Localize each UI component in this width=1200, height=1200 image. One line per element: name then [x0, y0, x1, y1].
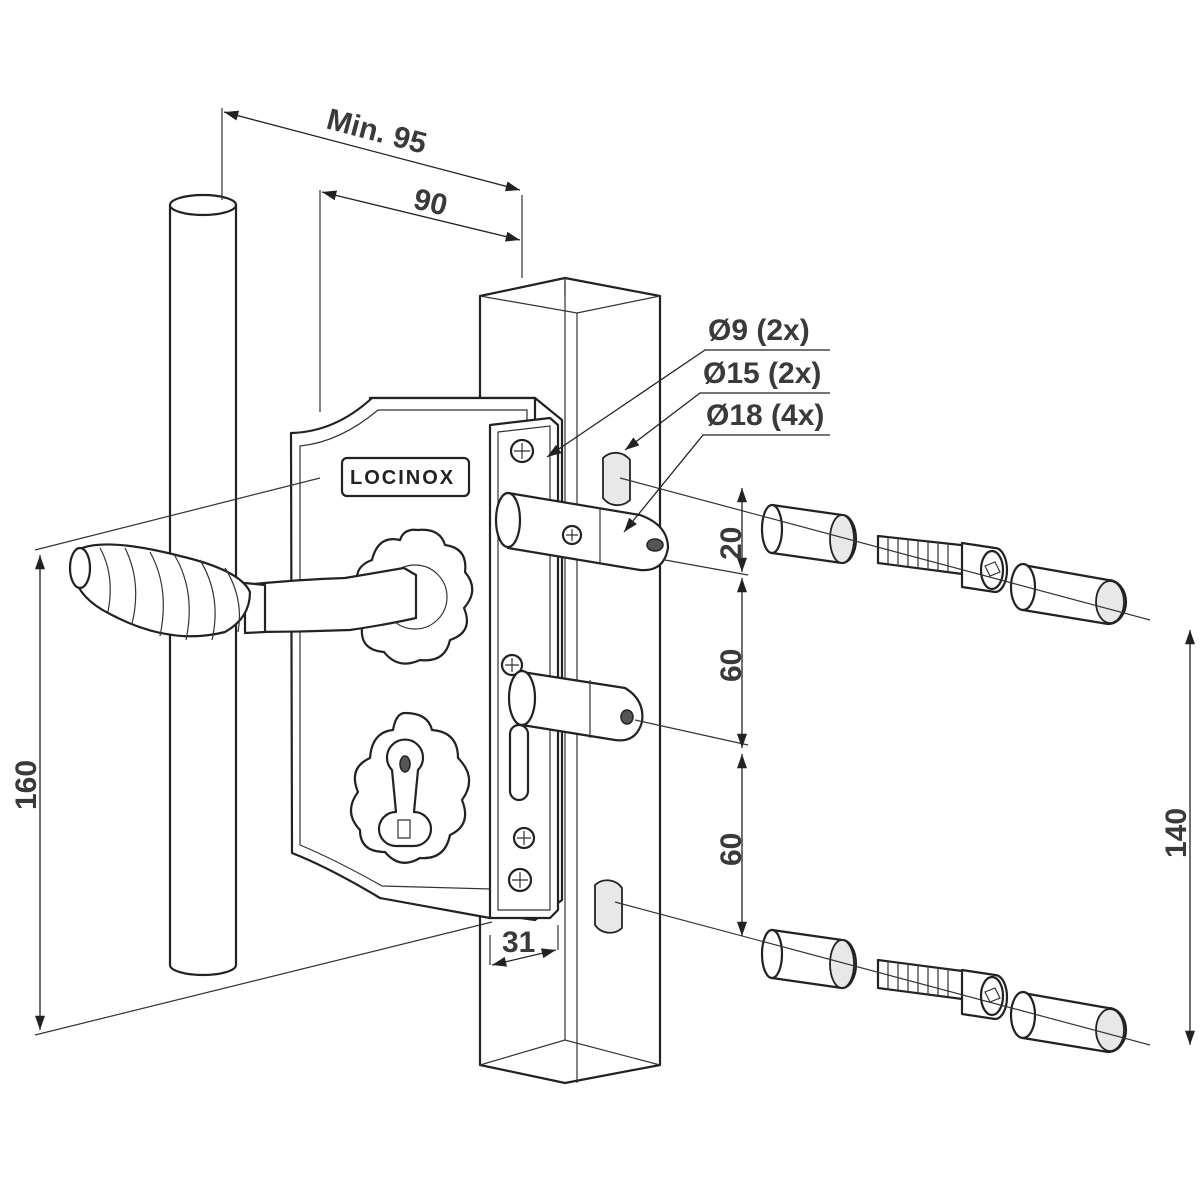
label-160: 160 [10, 760, 43, 810]
dim-line-min-95 [223, 110, 521, 192]
dimension-lines [34, 110, 1196, 1045]
label-140: 140 [1160, 808, 1193, 858]
bolt-slot [508, 723, 530, 802]
label-90: 90 [410, 183, 450, 223]
brand-name: LOCINOX [350, 467, 455, 489]
extension-lines [34, 108, 1151, 1046]
label-60-lower: 60 [715, 833, 748, 866]
brand-plate [340, 456, 471, 498]
callout-leaders [546, 349, 830, 533]
fixing-set-upper [602, 451, 1128, 626]
dim-line-31 [491, 948, 557, 967]
callout-diameter-18: Ø18 (4x) [706, 399, 824, 432]
label-60-upper: 60 [715, 649, 748, 682]
forend-plate [488, 416, 560, 920]
dim-line-90 [321, 190, 521, 242]
callout-diameter-15: Ø15 (2x) [703, 357, 821, 390]
hole-callouts: Ø9 (2x) Ø15 (2x) Ø18 (4x) [703, 314, 824, 432]
cylinder-rosette [349, 711, 471, 864]
label-31: 31 [502, 926, 535, 959]
dead-bolt [507, 669, 644, 742]
lever-handle [68, 543, 418, 641]
latch-bolt [494, 491, 670, 572]
fixing-set-lower [594, 879, 1128, 1054]
callout-diameter-9: Ø9 (2x) [708, 314, 810, 347]
label-20: 20 [715, 527, 748, 560]
